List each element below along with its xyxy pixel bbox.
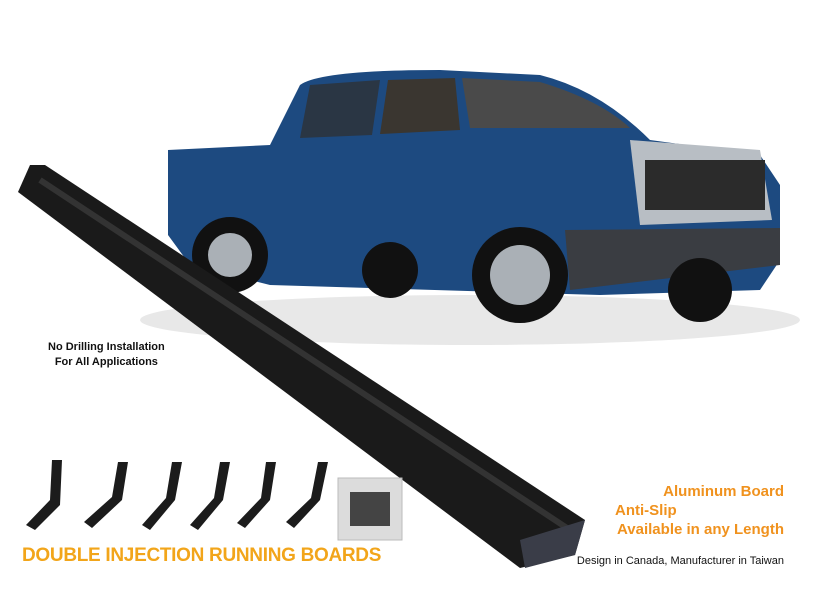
mounting-brackets [26,460,328,530]
install-note-line-1: No Drilling Installation [48,341,165,353]
truck-image [140,70,800,345]
product-title: DOUBLE INJECTION RUNNING BOARDS [22,545,382,566]
install-note-line-2: For All Applications [54,356,158,368]
running-board-image [18,165,585,568]
feature-anti-slip: Anti-Slip [615,502,677,519]
hardware-bag [337,477,403,541]
feature-aluminum: Aluminum Board [663,483,784,500]
install-note: No Drilling Installation For All Applica… [48,340,165,370]
feature-length: Available in any Length [617,521,784,538]
origin-note: Design in Canada, Manufacturer in Taiwan [576,555,784,567]
